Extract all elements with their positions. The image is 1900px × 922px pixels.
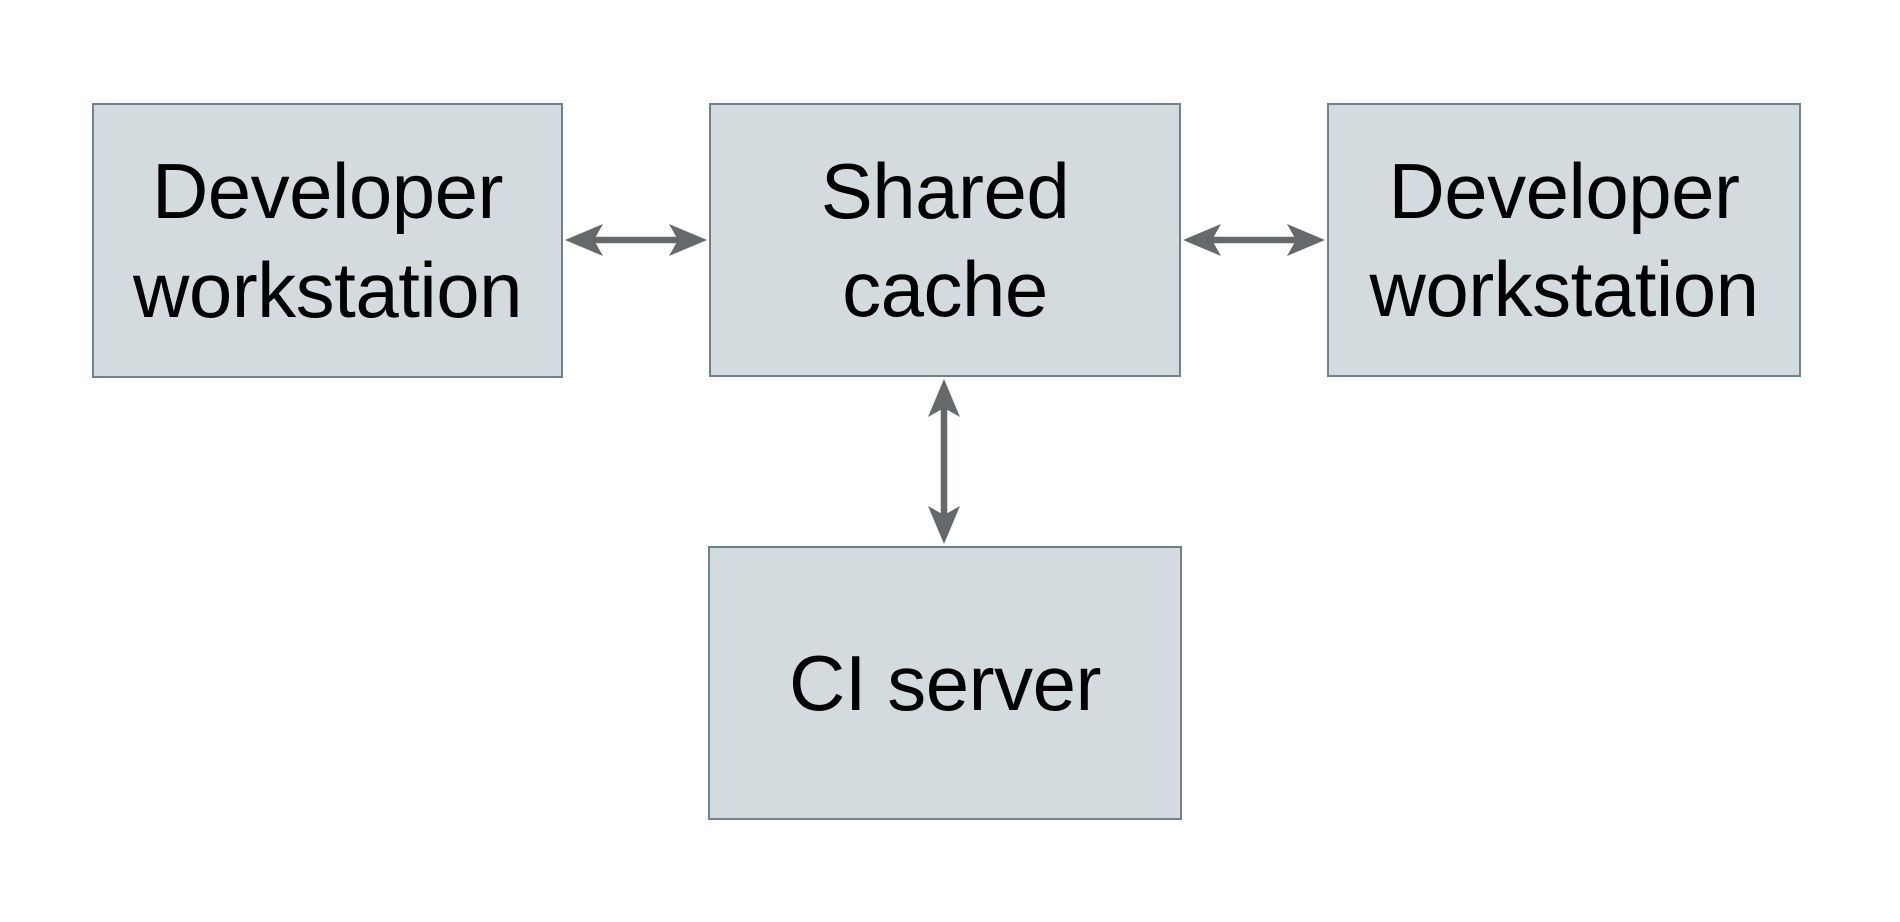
double-arrow-vertical-icon [928, 379, 960, 544]
bidirectional-arrow-cache-to-ci-server [918, 377, 970, 546]
node-label-line: workstation [133, 245, 523, 334]
node-label-line: Developer [1388, 146, 1740, 235]
node-label-line: cache [842, 245, 1048, 333]
node-developer-workstation-right: Developer workstation [1327, 103, 1801, 377]
node-label: Developer workstation [1369, 142, 1760, 339]
node-label-line: CI server [789, 638, 1101, 727]
bidirectional-arrow-left-workstation-to-cache [563, 214, 709, 266]
node-developer-workstation-left: Developer workstation [92, 103, 563, 378]
bidirectional-arrow-cache-to-right-workstation [1181, 214, 1327, 266]
node-label-line: workstation [1369, 245, 1760, 333]
node-label: Shared cache [821, 142, 1070, 339]
node-label-line: Shared [820, 146, 1070, 235]
node-label: CI server [789, 634, 1101, 732]
double-arrow-horizontal-icon [565, 224, 707, 256]
node-label-line: Developer [151, 147, 504, 236]
double-arrow-horizontal-icon [1183, 224, 1325, 256]
node-shared-cache: Shared cache [709, 103, 1181, 377]
node-label: Developer workstation [133, 142, 523, 339]
node-ci-server: CI server [708, 546, 1182, 820]
